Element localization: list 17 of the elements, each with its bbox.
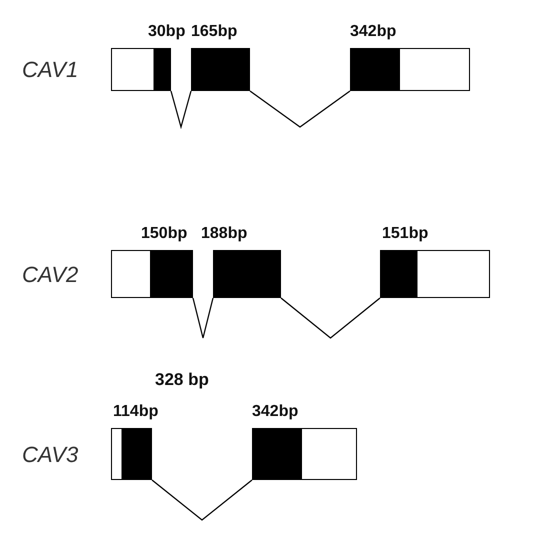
exon-size-label: 188bp <box>201 224 248 244</box>
intron-line <box>192 298 214 339</box>
exon-size-label: 342bp <box>252 402 298 422</box>
gene-name: CAV3 <box>22 442 78 468</box>
edge-label: 328 bp <box>155 370 209 390</box>
exon-size-label: 150bp <box>141 224 188 244</box>
intron-line <box>152 480 252 521</box>
exon-size-label: 342bp <box>350 22 396 42</box>
exon-size-label: 151bp <box>382 224 428 244</box>
intron-line <box>170 90 192 130</box>
gene-name: CAV2 <box>22 262 78 288</box>
exon-size-label: 114bp <box>113 402 158 422</box>
exon-size-label: 30bp <box>148 22 186 42</box>
gene-name: CAV1 <box>22 57 78 83</box>
intron-line <box>280 298 380 339</box>
exon-size-label: 165bp <box>191 22 238 42</box>
intron-line <box>250 90 350 128</box>
